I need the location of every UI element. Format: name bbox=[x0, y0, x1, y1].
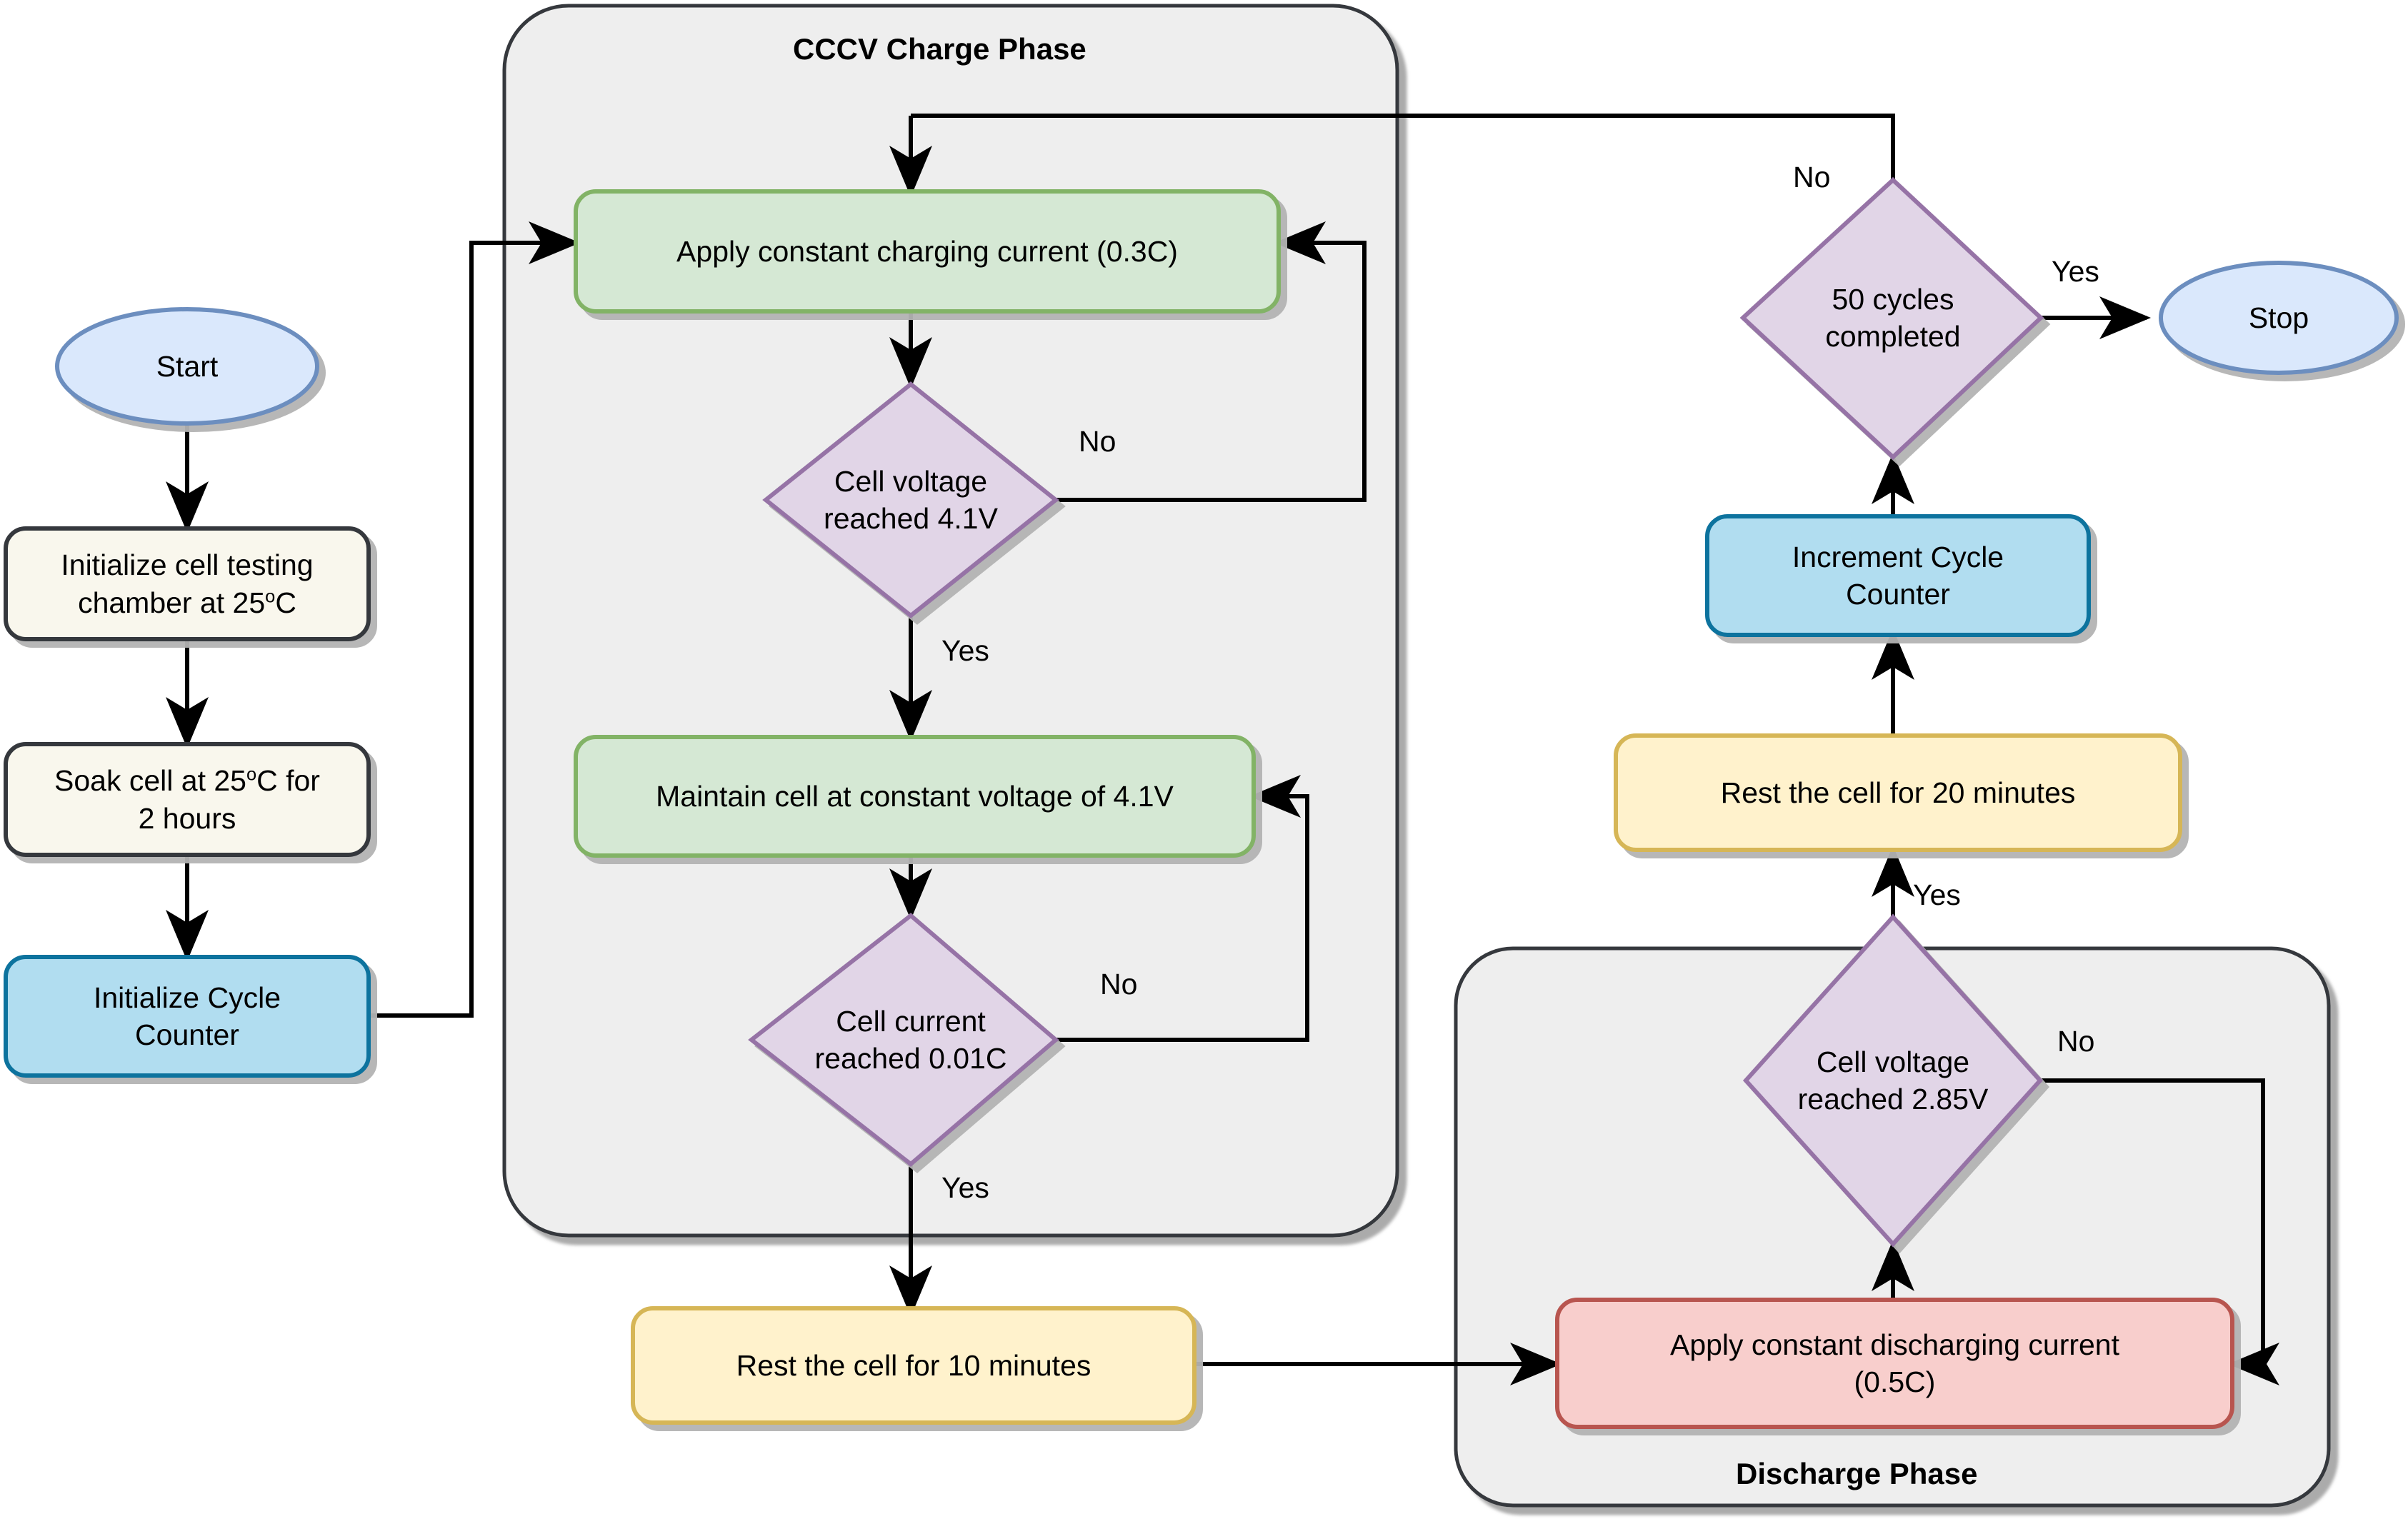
discharge-phase-title: Discharge Phase bbox=[1736, 1457, 1978, 1490]
node-decision-voltage-41[interactable] bbox=[762, 381, 1059, 618]
node-apply-discharge[interactable] bbox=[1555, 1298, 2234, 1429]
edge-label-current001-yes: Yes bbox=[941, 1171, 989, 1204]
edge-cycles-no bbox=[911, 114, 1895, 180]
node-init-counter[interactable] bbox=[4, 955, 371, 1078]
nodes bbox=[4, 176, 2399, 1429]
edge-label-voltage285-no: No bbox=[2057, 1025, 2095, 1058]
node-init-chamber[interactable] bbox=[4, 526, 371, 641]
edges bbox=[166, 114, 2279, 1385]
edge-current001-no bbox=[1056, 775, 1309, 1042]
edge-label-voltage285-yes: Yes bbox=[1913, 878, 1961, 911]
node-stop[interactable] bbox=[2159, 261, 2399, 375]
edge-voltage41-no bbox=[1056, 221, 1367, 502]
node-rest-20[interactable] bbox=[1614, 733, 2182, 852]
edge-label-cycles-no: No bbox=[1793, 161, 1831, 194]
node-decision-current-001[interactable] bbox=[748, 913, 1059, 1167]
node-decision-50-cycles[interactable] bbox=[1739, 176, 2044, 461]
node-maintain-cv[interactable] bbox=[574, 735, 1256, 858]
node-increment-counter[interactable] bbox=[1705, 514, 2091, 637]
node-decision-voltage-285[interactable] bbox=[1742, 913, 2044, 1248]
edge-init-counter-to-apply-charge bbox=[369, 221, 580, 1018]
node-soak[interactable] bbox=[4, 742, 371, 857]
edge-label-voltage41-yes: Yes bbox=[941, 634, 989, 667]
edge-label-voltage41-no: No bbox=[1079, 425, 1116, 458]
cccv-phase-title: CCCV Charge Phase bbox=[793, 32, 1086, 66]
node-apply-charge[interactable] bbox=[574, 189, 1281, 314]
edge-label-current001-no: No bbox=[1100, 968, 1138, 1001]
edge-label-cycles-yes: Yes bbox=[2052, 255, 2099, 288]
node-rest-10[interactable] bbox=[631, 1306, 1196, 1425]
node-start[interactable] bbox=[55, 307, 319, 426]
edge-voltage285-no bbox=[2040, 1078, 2279, 1385]
